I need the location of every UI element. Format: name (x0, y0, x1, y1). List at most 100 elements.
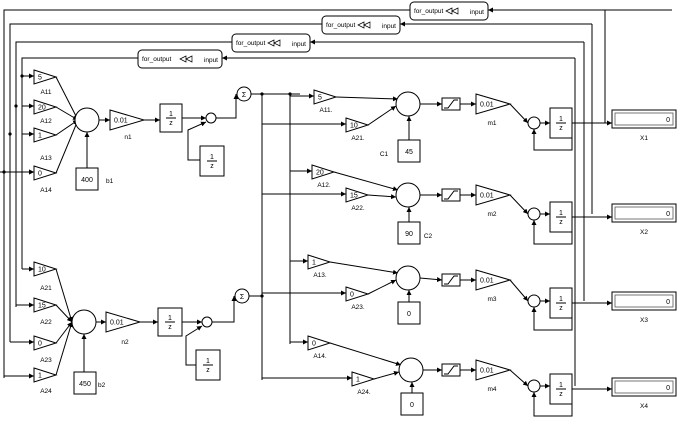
gain-value: 0 (312, 341, 316, 348)
gain-value: 0.01 (114, 118, 128, 125)
unit-delay-denominator: z (559, 305, 563, 312)
sum-row-4[interactable] (398, 357, 424, 383)
display-x3[interactable]: 0X3 (611, 291, 677, 324)
gain-label: m1 (487, 120, 496, 127)
saturation-block[interactable] (441, 188, 461, 202)
gain-value: 1 (38, 373, 42, 380)
signal-line (21, 57, 138, 269)
const-block-row-4[interactable] (400, 392, 424, 416)
saturation-curve (444, 365, 458, 375)
display-window (614, 112, 674, 126)
display-x1[interactable]: 0X1 (611, 109, 677, 142)
signal-line (419, 277, 443, 283)
gain-label: A13 (40, 155, 52, 162)
unit-delay-numerator: 1 (559, 382, 563, 389)
bias-block-top[interactable] (75, 167, 99, 191)
goto-tag-label: for_output (236, 40, 265, 47)
sigma-sum-block[interactable] (234, 288, 250, 304)
unit-delay-block[interactable]: 1z (195, 349, 221, 381)
bias-block-bottom[interactable] (73, 371, 97, 395)
unit-delay-block[interactable]: 1z (199, 145, 225, 177)
sum-top[interactable] (74, 107, 100, 133)
gain-triangle (33, 127, 58, 143)
gain-label: A11 (40, 89, 51, 96)
sum-row-2[interactable] (395, 182, 421, 208)
sum-row-1[interactable] (395, 91, 421, 117)
sum-row-3[interactable] (395, 265, 421, 291)
signal-line (509, 369, 529, 387)
gain-triangle (475, 184, 512, 206)
sum-out-row-3[interactable] (527, 294, 541, 308)
bias-label-bottom: b2 (98, 382, 106, 389)
saturation-block[interactable] (441, 273, 461, 287)
gain-m-row-4[interactable]: 0.01 m4 (475, 359, 512, 393)
gain-value: 0 (38, 171, 42, 178)
saturation-block[interactable] (441, 97, 461, 111)
gain-label: n1 (124, 134, 132, 141)
gain-label: m4 (487, 386, 496, 393)
goto-tag-label: for_output (142, 56, 171, 63)
unit-delay-block[interactable]: 1z (549, 373, 573, 405)
unit-delay-block[interactable]: 1z (157, 307, 183, 337)
gain-triangle (351, 371, 376, 387)
gain-triangle (475, 93, 512, 115)
const-block-row-3[interactable] (397, 301, 421, 325)
signal-line (185, 325, 203, 366)
gain-triangle (313, 89, 338, 105)
unit-delay-block[interactable]: 1z (159, 103, 183, 133)
sum-out-row-2[interactable] (527, 207, 541, 221)
sigma-sum-block[interactable] (236, 86, 252, 102)
sum-bottom[interactable] (71, 309, 97, 335)
sum-delay-bottom[interactable] (201, 316, 213, 328)
signal-lines (0, 7, 672, 417)
signal-line (329, 261, 399, 275)
display-x2[interactable]: 0X2 (611, 203, 677, 236)
sum-delay-top[interactable] (205, 112, 217, 124)
gain-label: A23 (40, 357, 52, 364)
gain-triangle (345, 187, 370, 203)
display-x4[interactable]: 0X4 (611, 377, 677, 410)
const-block-row-1[interactable] (397, 139, 421, 163)
gain-triangle (345, 286, 370, 302)
gain-n1[interactable]: 0.01 n1 (109, 109, 146, 141)
gain-triangle (33, 297, 58, 313)
gain-triangle (109, 109, 146, 131)
gain-value: 0.01 (110, 320, 124, 327)
sum-out-row-4[interactable] (527, 379, 541, 393)
gain-value: 1 (356, 377, 360, 384)
gain-label: A12 (40, 118, 52, 125)
sum-out-row-1[interactable] (527, 116, 541, 130)
saturation-block[interactable] (441, 363, 461, 377)
gain-label: A23. (351, 304, 365, 311)
const-block-row-2[interactable] (397, 221, 421, 245)
saturation-curve (444, 99, 458, 109)
unit-delay-block[interactable]: 1z (549, 287, 573, 319)
unit-delay-block[interactable]: 1z (549, 107, 573, 139)
gain-value: 0.01 (480, 368, 494, 375)
unit-delay-block[interactable]: 1z (549, 201, 573, 233)
